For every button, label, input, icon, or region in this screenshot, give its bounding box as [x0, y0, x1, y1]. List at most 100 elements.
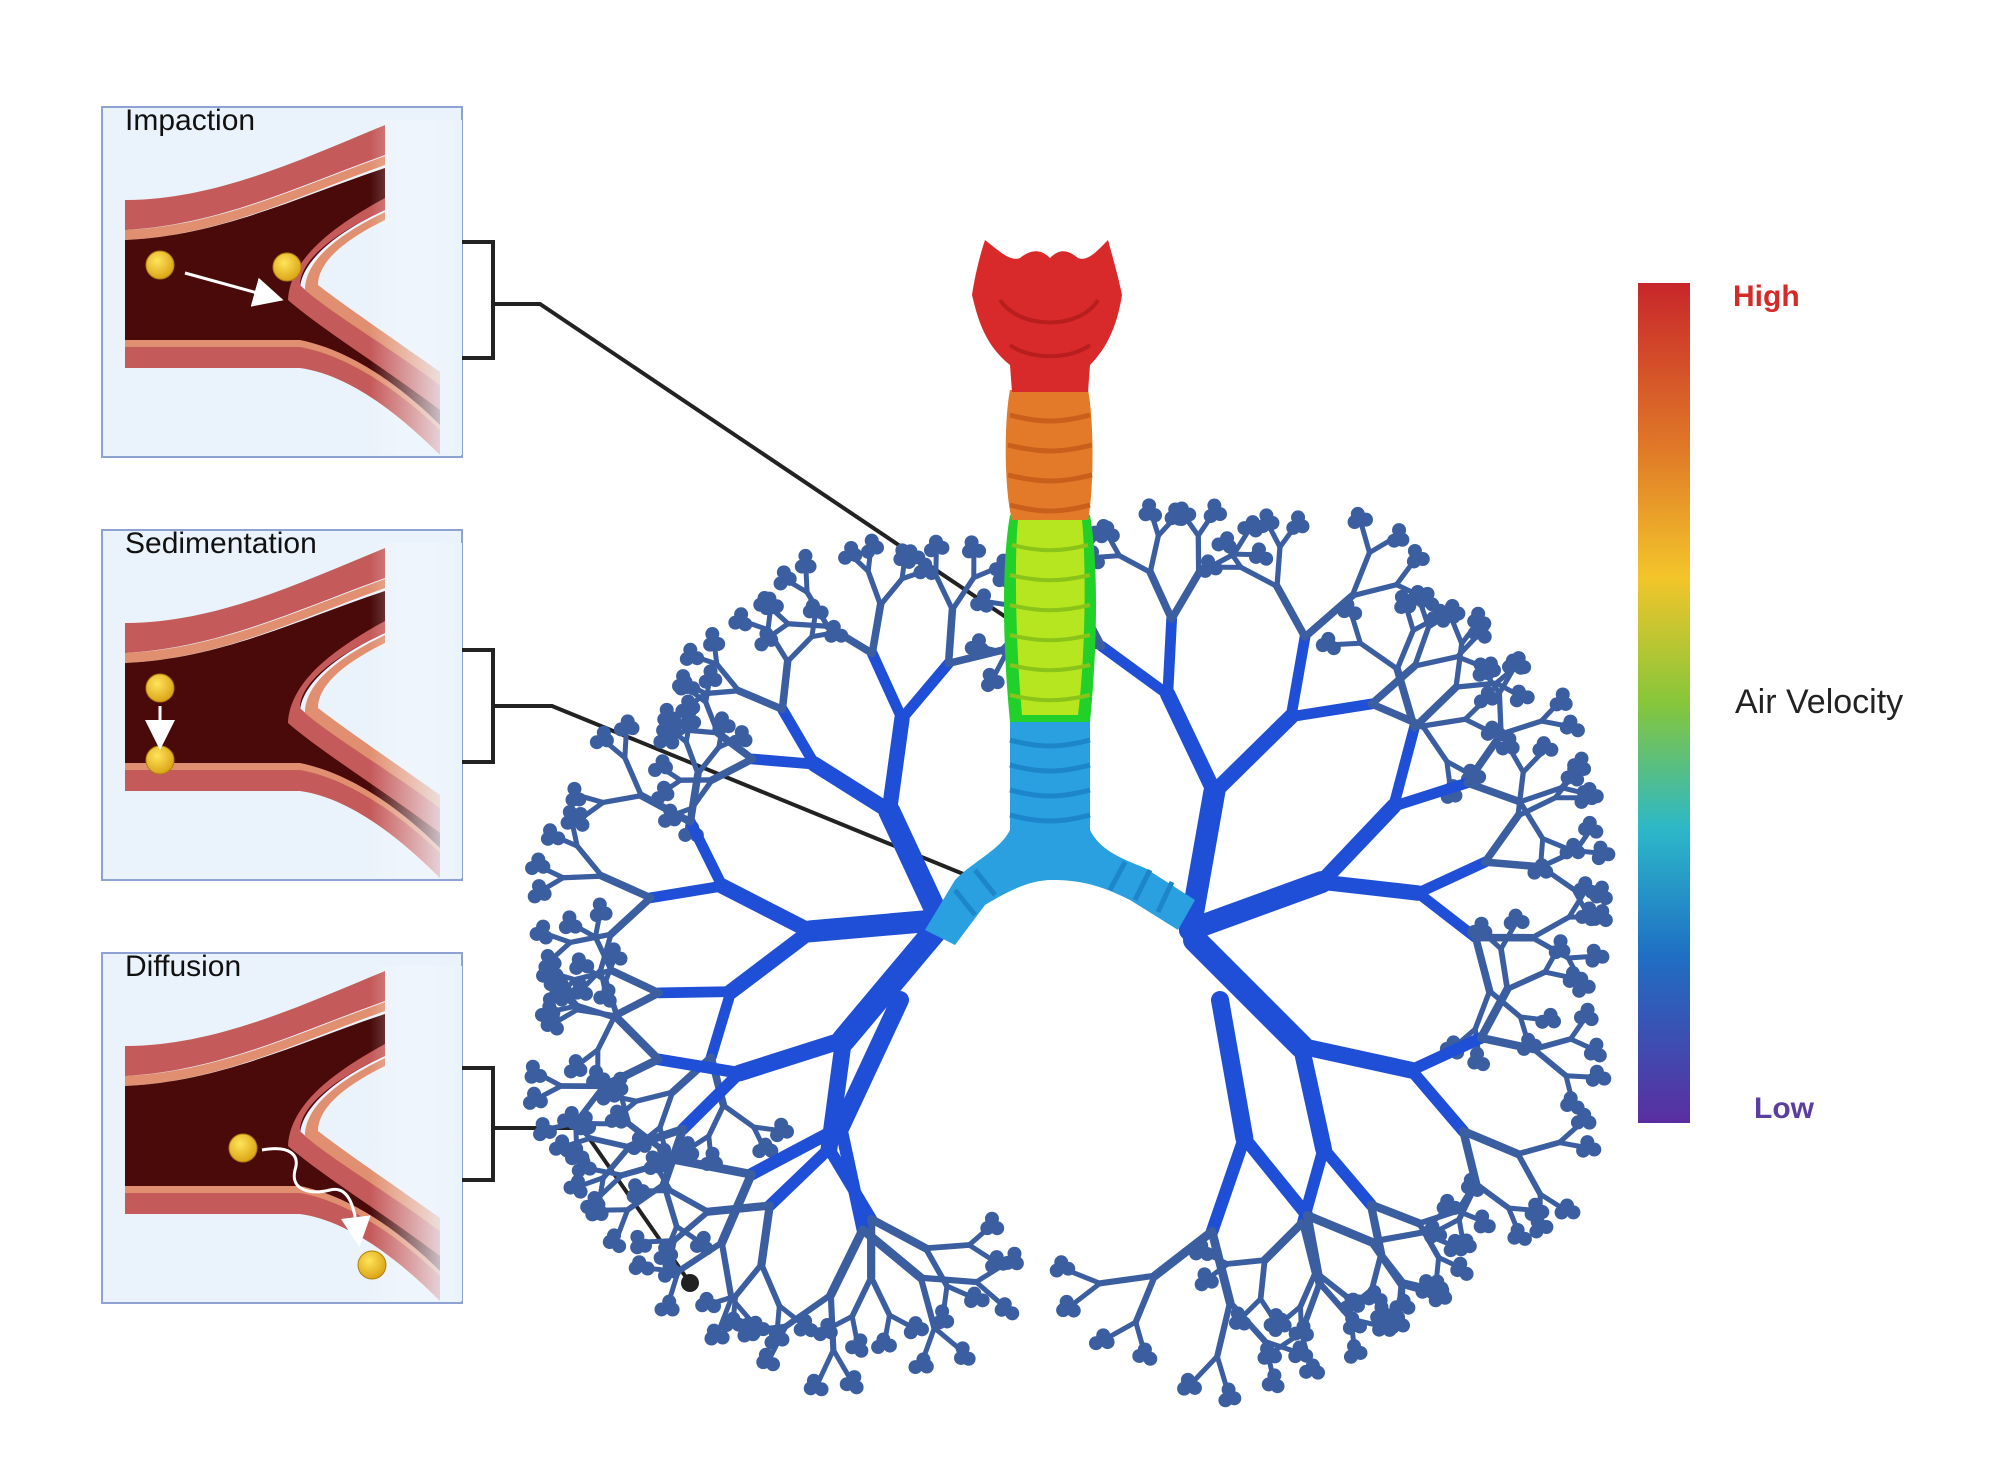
bronchus-branch [670, 1191, 708, 1212]
bronchus-branch [1423, 719, 1465, 726]
alveoli-cluster [1201, 554, 1215, 568]
bronchus-branch [659, 992, 731, 993]
alveoli-cluster [1485, 721, 1499, 735]
alveoli-cluster [1453, 1257, 1467, 1271]
alveoli-cluster [697, 1231, 711, 1245]
bronchus-branch [1100, 1276, 1155, 1284]
alveoli-cluster [853, 1333, 867, 1347]
bronchus-branch [683, 1073, 740, 1129]
alveoli-cluster [536, 1117, 550, 1131]
bronchus-branch [1467, 783, 1520, 802]
alveoli-cluster [1252, 542, 1266, 556]
alveoli-cluster [1445, 600, 1459, 614]
alveoli-cluster [607, 1228, 621, 1242]
alveoli-cluster [536, 920, 550, 934]
bronchus-branch [880, 579, 902, 605]
bronchus-branch [1301, 1046, 1323, 1149]
alveoli-cluster [977, 588, 991, 602]
alveoli-cluster [527, 1087, 541, 1101]
panel-title-sedimentation: Sedimentation [125, 527, 317, 561]
alveoli-cluster [632, 1255, 646, 1269]
alveoli-cluster [597, 726, 611, 740]
alveoli-cluster [661, 714, 675, 728]
bronchus-branch [625, 758, 641, 796]
alveoli-cluster [1175, 502, 1189, 516]
bronchus-branch [618, 1019, 658, 1060]
alveoli-cluster [972, 633, 986, 647]
bronchus-branch [852, 1277, 871, 1316]
alveoli-cluster [1537, 736, 1551, 750]
alveoli-cluster [1269, 1308, 1283, 1322]
legend-high-label: High [1733, 280, 1800, 314]
alveoli-cluster [657, 781, 671, 795]
alveoli-cluster [1474, 658, 1488, 672]
alveoli-cluster [1470, 1047, 1484, 1061]
alveoli-cluster [1448, 1234, 1462, 1248]
bronchus-branch [651, 886, 723, 898]
alveoli-cluster [865, 534, 879, 548]
bronchus-branch [1102, 646, 1168, 694]
velocity-color-bar [1638, 283, 1690, 1123]
bronchus-branch [723, 1105, 753, 1127]
alveoli-cluster [1367, 1285, 1381, 1299]
bronchus-branch [1485, 862, 1541, 867]
alveoli-cluster [1512, 685, 1526, 699]
bronchus-branch [1168, 694, 1215, 792]
alveoli-cluster [569, 1054, 583, 1068]
bronchus-branch [740, 1040, 844, 1073]
bronchus-branch [782, 709, 814, 764]
bronchus-branch [889, 719, 902, 812]
bronchus-branch [1541, 851, 1576, 867]
bronchus-branch [1394, 728, 1415, 807]
alveoli-cluster [1587, 944, 1601, 958]
alveoli-cluster [562, 910, 576, 924]
bronchus-branch [611, 898, 651, 934]
alveoli-cluster [1379, 1314, 1393, 1328]
bronchus-branch [736, 1264, 762, 1296]
alveoli-cluster [1291, 510, 1305, 524]
alveoli-cluster [1007, 1247, 1021, 1261]
bronchus-branch [1241, 567, 1277, 586]
alveoli-cluster [759, 1348, 773, 1362]
bronchus-branch [1501, 721, 1541, 734]
bronchus-branch [712, 759, 752, 780]
alveoli-cluster [574, 807, 588, 821]
alveoli-cluster [1506, 654, 1520, 668]
alveoli-cluster [1220, 531, 1234, 545]
bronchus-branch [611, 970, 659, 993]
alveoli-cluster [607, 942, 621, 956]
alveoli-cluster [579, 1111, 593, 1125]
alveoli-cluster [658, 1241, 672, 1255]
bronchus-branch [658, 1059, 739, 1073]
alveoli-cluster [1464, 1173, 1478, 1187]
alveoli-cluster [1583, 816, 1597, 830]
alveoli-cluster [573, 977, 587, 991]
bronchus-branch [1360, 643, 1397, 669]
bronchus-branch [1301, 1046, 1411, 1070]
alveoli-cluster [1197, 1267, 1211, 1281]
alveoli-cluster [683, 643, 697, 657]
bronchus-branch [1532, 917, 1569, 938]
alveoli-cluster [1435, 1283, 1449, 1297]
alveoli-cluster [1581, 1003, 1595, 1017]
alveoli-cluster [588, 1191, 602, 1205]
bronchus-branch [788, 637, 812, 662]
bronchus-branch [615, 993, 659, 1016]
panel-title-diffusion: Diffusion [125, 950, 241, 984]
bronchus-branch [1507, 972, 1545, 989]
alveoli-cluster [621, 714, 635, 728]
alveoli-cluster [613, 1072, 627, 1086]
bronchus-branch [753, 759, 815, 764]
impaction-panel [102, 107, 462, 457]
alveoli-cluster [706, 1147, 720, 1161]
alveoli-cluster [916, 1352, 930, 1366]
bronchus-branch [1172, 573, 1199, 619]
alveoli-cluster [541, 949, 555, 963]
alveoli-cluster [656, 754, 670, 768]
alveoli-cluster [758, 1138, 772, 1152]
particle [229, 1134, 257, 1162]
panel-title-impaction: Impaction [125, 104, 255, 138]
connector-impaction [462, 242, 1049, 649]
bronchus-branch [1518, 1154, 1540, 1194]
alveoli-cluster [1564, 1091, 1578, 1105]
